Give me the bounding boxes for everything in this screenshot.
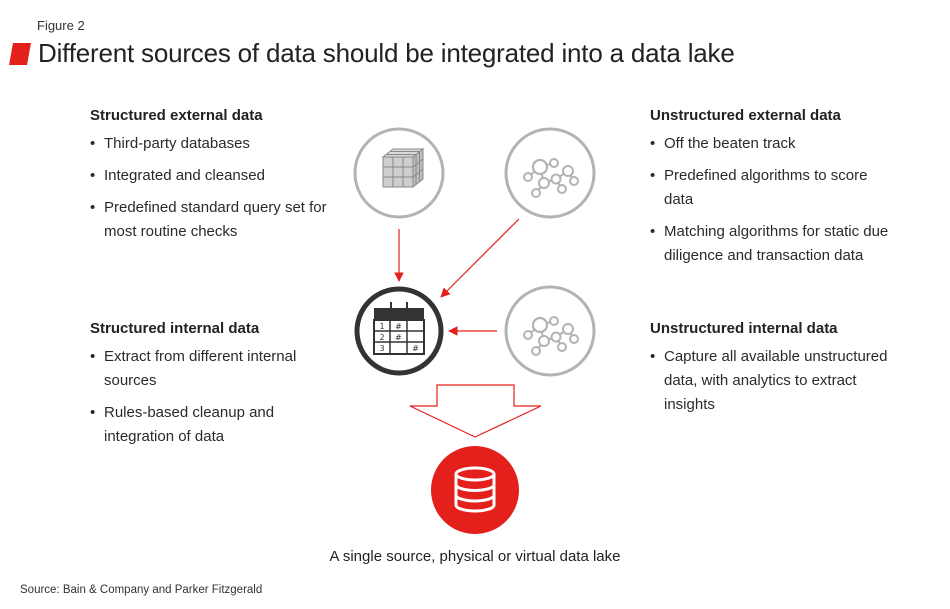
list-item: Extract from different internal sources	[90, 345, 330, 393]
unstructured-external-node	[504, 127, 596, 219]
table-cell: #	[412, 344, 419, 353]
structured-internal-hub: 1 # 2 # 3 #	[354, 286, 444, 376]
list-item: Third-party databases	[90, 132, 330, 156]
page-title: Different sources of data should be inte…	[38, 38, 735, 68]
list-item: Capture all available unstructured data,…	[650, 345, 890, 417]
list-item: Predefined algorithms to score data	[650, 164, 890, 212]
title-accent-mark	[9, 43, 31, 65]
table-cell: 2	[379, 333, 384, 342]
structured-external-node	[353, 127, 445, 219]
list-item: Integrated and cleansed	[90, 164, 330, 188]
figure-label: Figure 2	[37, 18, 85, 33]
unstructured-internal-heading: Unstructured internal data	[650, 320, 838, 337]
structured-external-heading: Structured external data	[90, 107, 263, 124]
list-item: Rules-based cleanup and integration of d…	[90, 401, 330, 449]
down-arrow	[409, 384, 542, 438]
diagram-caption: A single source, physical or virtual dat…	[329, 548, 621, 565]
unstructured-internal-list: Capture all available unstructured data,…	[650, 345, 890, 417]
table-cell: 3	[379, 344, 384, 353]
table-grid-icon: 1 # 2 # 3 #	[373, 302, 425, 355]
structured-internal-list: Extract from different internal sources …	[90, 345, 330, 449]
unstructured-external-list: Off the beaten track Predefined algorith…	[650, 132, 890, 268]
database-icon	[454, 466, 496, 513]
table-cell: #	[395, 322, 402, 331]
cube-grid-icon	[381, 147, 425, 189]
list-item: Predefined standard query set for most r…	[90, 196, 330, 244]
unstructured-external-heading: Unstructured external data	[650, 107, 841, 124]
list-item: Off the beaten track	[650, 132, 890, 156]
unstructured-internal-block: Unstructured internal data Capture all a…	[650, 319, 890, 425]
list-item: Matching algorithms for static due dilig…	[650, 220, 890, 268]
structured-internal-heading: Structured internal data	[90, 320, 260, 337]
unstructured-internal-node	[504, 285, 596, 377]
structured-external-list: Third-party databases Integrated and cle…	[90, 132, 330, 244]
arrow-external-network-to-hub	[440, 218, 520, 298]
source-note: Source: Bain & Company and Parker Fitzge…	[20, 584, 263, 596]
structured-external-block: Structured external data Third-party dat…	[90, 106, 330, 252]
unstructured-external-block: Unstructured external data Off the beate…	[650, 106, 890, 276]
structured-internal-block: Structured internal data Extract from di…	[90, 319, 330, 457]
table-cell: 1	[379, 322, 384, 331]
table-cell: #	[395, 333, 402, 342]
data-lake-node	[431, 446, 519, 534]
